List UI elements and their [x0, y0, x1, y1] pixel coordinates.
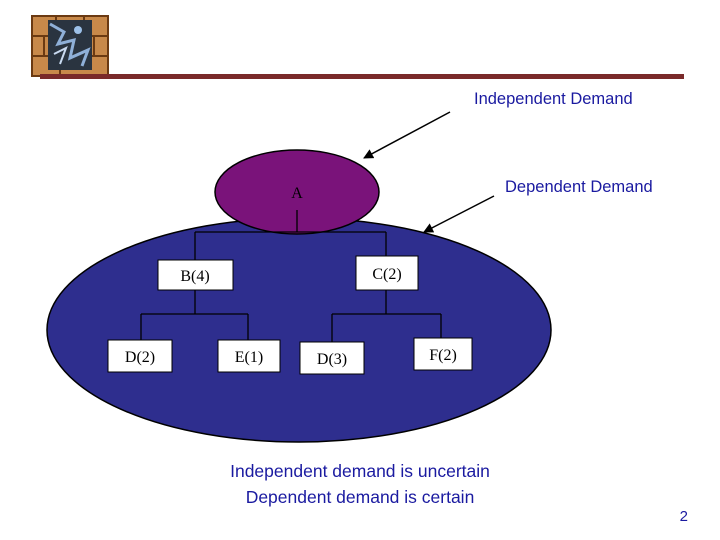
- node-e: E(1): [217, 339, 281, 373]
- caption: Independent demand is uncertain Dependen…: [160, 458, 560, 510]
- svg-text:B(4): B(4): [180, 268, 209, 285]
- dependent-demand-arrow: [423, 195, 495, 233]
- header-rule: [40, 74, 684, 79]
- node-b: B(4): [157, 259, 234, 291]
- logo: [31, 15, 109, 77]
- svg-text:D(3): D(3): [317, 351, 347, 368]
- node-a: A: [262, 175, 332, 210]
- caption-line-2: Dependent demand is certain: [245, 487, 475, 507]
- independent-demand-arrow: [363, 111, 451, 159]
- node-d-right: D(3): [299, 341, 365, 375]
- dependent-demand-ellipse: [46, 217, 552, 443]
- dependent-demand-label: Dependent Demand: [505, 178, 653, 196]
- page-number: 2: [679, 508, 688, 525]
- svg-text:A: A: [291, 185, 303, 202]
- svg-text:C(2): C(2): [372, 266, 401, 283]
- node-f: F(2): [413, 337, 473, 371]
- svg-text:E(1): E(1): [235, 349, 263, 366]
- svg-text:D(2): D(2): [125, 349, 155, 366]
- node-d-left: D(2): [107, 339, 173, 373]
- svg-text:F(2): F(2): [429, 347, 457, 364]
- caption-line-1: Independent demand is uncertain: [230, 461, 490, 481]
- independent-demand-label: Independent Demand: [474, 90, 633, 108]
- tree-connectors: [140, 210, 442, 342]
- node-c: C(2): [355, 255, 419, 291]
